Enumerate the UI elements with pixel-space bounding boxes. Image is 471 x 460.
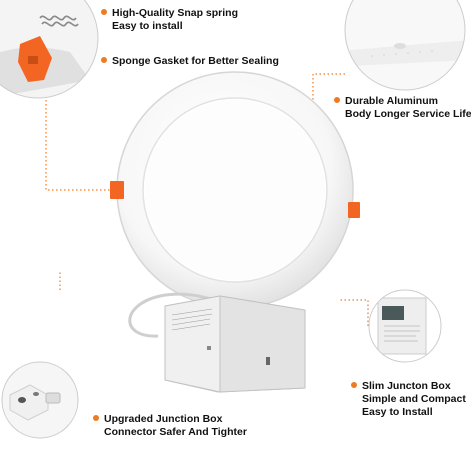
feature-slim-junction-box-line-1: Slim Juncton Box: [362, 380, 451, 392]
feature-connector-line-1: Upgraded Junction Box: [104, 413, 223, 425]
bullet-icon: [93, 415, 99, 422]
feature-snap-spring: High-Quality Snap spring Easy to install: [101, 7, 238, 33]
leader-line-snap-spring: [45, 96, 110, 191]
aluminum-body-detail: [345, 0, 465, 90]
feature-snap-spring-line-1: High-Quality Snap spring: [112, 7, 239, 19]
round-trim: [116, 71, 354, 309]
feature-slim-junction-box-line-3: Easy to Install: [362, 406, 433, 418]
bullet-icon: [101, 57, 107, 64]
bullet-icon: [101, 9, 107, 16]
slim-junction-box-detail: [369, 290, 441, 362]
spring-clips: [110, 181, 360, 218]
feature-aluminum-body: Durable Aluminum Body Longer Service Lif…: [334, 95, 471, 121]
feature-connector-line-2: Connector Safer And Tighter: [104, 426, 247, 438]
bullet-icon: [351, 382, 357, 389]
feature-aluminum-body-line-2: Body Longer Service Life: [345, 108, 471, 120]
feature-snap-spring-line-2: Easy to install: [112, 20, 183, 32]
feature-connector: Upgraded Junction Box Connector Safer An…: [93, 413, 247, 439]
feature-slim-junction-box-line-2: Simple and Compact: [362, 393, 466, 405]
spring-clip-left: [110, 181, 124, 199]
feature-slim-junction-box: Slim Juncton Box Simple and Compact Easy…: [351, 380, 466, 419]
leader-line-aluminum: [312, 73, 345, 150]
feature-aluminum-body-line-1: Durable Aluminum: [345, 95, 438, 107]
spring-clip-right: [348, 202, 360, 218]
leader-lines: [45, 73, 369, 326]
feature-sponge-gasket-line-1: Sponge Gasket for Better Sealing: [112, 55, 279, 67]
leader-line-junction-box: [340, 299, 369, 326]
junction-box: [164, 295, 306, 393]
connector-detail: [2, 362, 78, 438]
bullet-icon: [334, 97, 340, 104]
feature-sponge-gasket: Sponge Gasket for Better Sealing: [101, 55, 279, 68]
